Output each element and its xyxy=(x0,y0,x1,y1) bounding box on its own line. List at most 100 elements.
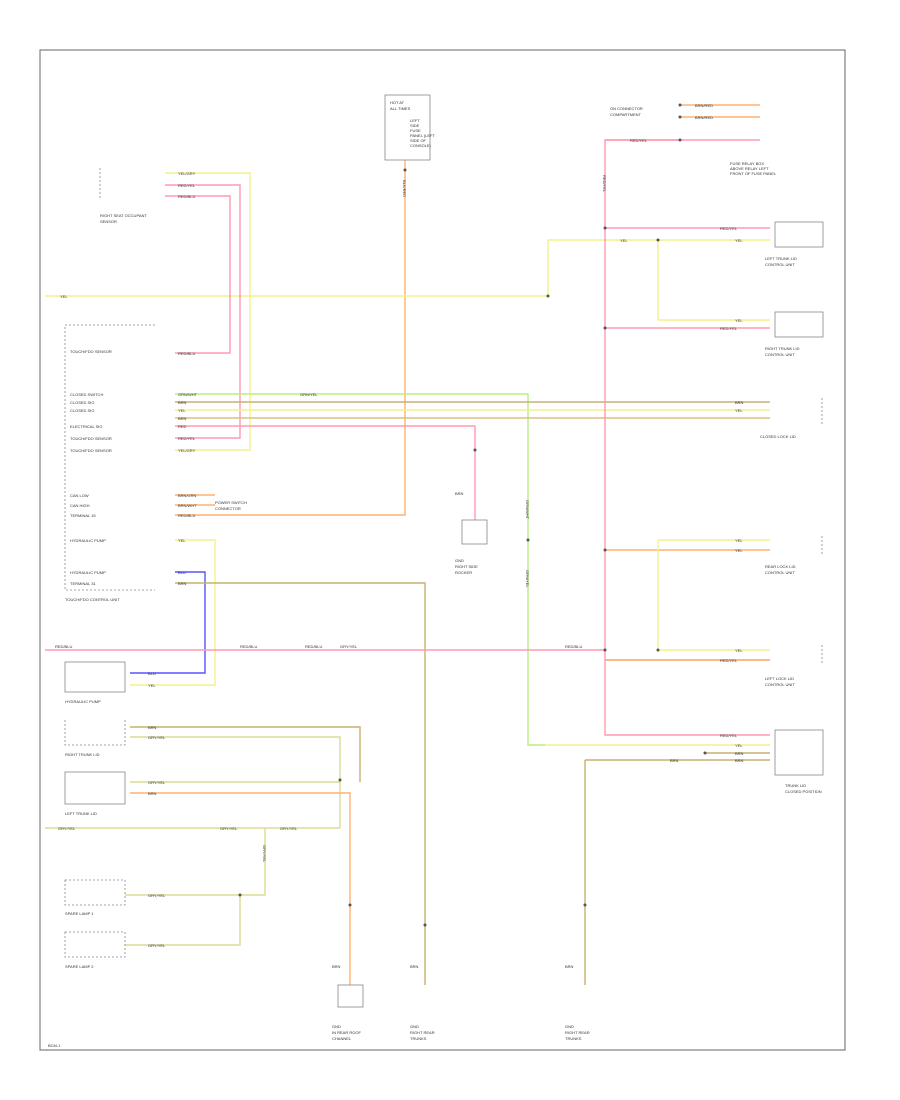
wire-yellow-branch xyxy=(657,240,770,321)
connector-note: COMPARTMENT xyxy=(610,112,642,117)
wire-orange-feed xyxy=(175,160,406,516)
ground-g2-label: TRUNKS xyxy=(410,1036,427,1041)
wire-ll-gry xyxy=(130,781,341,828)
wire-label: RED/BLU xyxy=(178,351,195,356)
wire-label: RED/BLU xyxy=(240,644,257,649)
hydraulic-pump-label: HYDRAULIC PUMP xyxy=(65,699,101,704)
wire-label: BRN xyxy=(178,581,187,586)
wire-hyd-blu xyxy=(130,571,206,674)
page-code: BCM-1 xyxy=(48,1043,61,1048)
trunk-lock-motor-label: TRUNK LID xyxy=(785,783,806,788)
wire-label: GRY/YEL xyxy=(220,826,238,831)
wire-label: GRN/WHT xyxy=(178,392,198,397)
ground-mid-label: RIGHT SIDE xyxy=(455,564,478,569)
wire-hyd-yel xyxy=(130,539,216,686)
trunk-lock-motor-label: CLOSED POSITION xyxy=(785,789,822,794)
wire-label: BRN xyxy=(148,791,157,796)
left-lock-lid-label: LEFT LOCK LID xyxy=(765,676,794,681)
wire-label: BLU xyxy=(148,671,156,676)
junction-dot xyxy=(678,138,682,142)
wire-label: BRN xyxy=(565,964,574,969)
right-trunk-lid-label: RIGHT TRUNK LID xyxy=(765,346,800,351)
wire-seat-yel xyxy=(165,172,251,451)
spare-lamp1-box xyxy=(64,879,126,906)
ground-g2-label: RIGHT REAR xyxy=(410,1030,435,1035)
right-trunk-lid-label: CONTROL UNIT xyxy=(765,352,795,357)
wire-spare1 xyxy=(125,894,241,946)
junction-dot xyxy=(546,294,550,298)
wire-labels: YEL/GRY RED/YEL RED/BLU YEL RED/BLU GRN/… xyxy=(55,103,744,969)
fuse-panel-label: SIDE OF xyxy=(410,138,427,143)
control-unit-pin-label: TOUCH/FDO SENSOR xyxy=(70,436,112,441)
fuse-note: ABOVE RELAY LEFT xyxy=(730,166,769,171)
control-unit-pins: TOUCH/FDO SENSOR CLOSED SWITCH CLOSED SIG C… xyxy=(70,349,112,586)
junction-dot xyxy=(526,538,530,542)
ground-g1-box xyxy=(337,984,364,1008)
right-trunk-lid-box xyxy=(774,311,824,338)
control-unit-pin-label: CLOSED SWITCH xyxy=(70,392,103,397)
wire-label: RED/YEL xyxy=(720,226,738,231)
wire-gry-vert xyxy=(240,828,266,896)
wire-rl-brn xyxy=(130,726,361,782)
fuse-panel-label: PANEL (LEFT xyxy=(410,133,435,138)
junction-dot xyxy=(603,648,607,652)
junction-dot xyxy=(703,751,707,755)
control-unit-pin-label: HYDRAULIC PUMP xyxy=(70,570,106,575)
wire-label: RED/YEL xyxy=(630,138,648,143)
junction-dot xyxy=(473,448,477,452)
wire-label: GRY/YEL xyxy=(262,845,267,863)
control-unit-pin-label: CAN LOW xyxy=(70,493,89,498)
wire-label: YEL xyxy=(735,318,743,323)
wire-red-rear xyxy=(604,650,770,736)
junction-dot xyxy=(238,893,242,897)
wire-green xyxy=(175,393,545,746)
ground-mid-label: GND xyxy=(455,558,464,563)
wire-label: BRN xyxy=(735,751,744,756)
spare-lamp1-label: SPARE LAMP 1 xyxy=(65,911,94,916)
wire-label: YEL/GRY xyxy=(178,448,196,453)
fuse-note: FUSE RELAY BOX xyxy=(730,161,764,166)
wire-label: RED/BLU xyxy=(55,644,72,649)
ground-g1-label: GND xyxy=(332,1024,341,1029)
wire-label: YEL xyxy=(178,538,186,543)
ground-mid: GND RIGHT SIDE ROCKER xyxy=(455,519,488,575)
wire-label: GRY/YEL xyxy=(148,780,166,785)
control-unit-outline xyxy=(64,324,155,591)
control-unit-pin-label: CLOSED SIG xyxy=(70,408,94,413)
wire-label: YEL xyxy=(735,743,743,748)
fuse-panel-box xyxy=(384,94,431,161)
wire-label: BRN/RED xyxy=(695,115,713,120)
junction-dot xyxy=(338,778,342,782)
fuse-panel-label: ALL TIMES xyxy=(390,106,411,111)
terminal-note: POWER SWITCH xyxy=(215,500,247,505)
fuse-note: FRONT OF FUSE PANEL xyxy=(730,171,777,176)
wire-label: BRN xyxy=(148,725,157,730)
wire-label: RED/YEL xyxy=(720,326,738,331)
wire-label: BRN/RED xyxy=(695,103,713,108)
ground-mid-label: ROCKER xyxy=(455,570,472,575)
wire-red-b xyxy=(175,425,476,525)
wire-label: BRN xyxy=(455,491,464,496)
fuse-panel-label: LEFT xyxy=(410,118,420,123)
wire-label: RED/YEL xyxy=(720,658,738,663)
right-relay-label: RIGHT TRUNK LID xyxy=(65,752,100,757)
seat-sensor-label: SENSOR xyxy=(100,219,117,224)
closed-lock-label: CLOSED LOCK LID xyxy=(760,434,796,439)
junction-dot xyxy=(583,903,587,907)
wire-group xyxy=(45,104,770,985)
wire-red-long xyxy=(45,139,760,651)
wire-label: BRN xyxy=(332,964,341,969)
hydraulic-pump-box xyxy=(64,661,126,693)
wire-label: BLU xyxy=(178,570,186,575)
wire-seat-red xyxy=(165,184,241,439)
wire-label: RED/YEL xyxy=(178,436,196,441)
ground-g3: GND RIGHT REAR TRUNKS xyxy=(565,1024,590,1041)
wire-label: BRN/WHT xyxy=(178,503,197,508)
junction-dot xyxy=(423,923,427,927)
wire-label: RED/YEL xyxy=(602,175,607,193)
wire-label: BRN xyxy=(735,758,744,763)
rear-lock-lid-label: CONTROL UNIT xyxy=(765,570,795,575)
spare-lamp2-label: SPARE LAMP 2 xyxy=(65,964,94,969)
junction-dot xyxy=(603,226,607,230)
